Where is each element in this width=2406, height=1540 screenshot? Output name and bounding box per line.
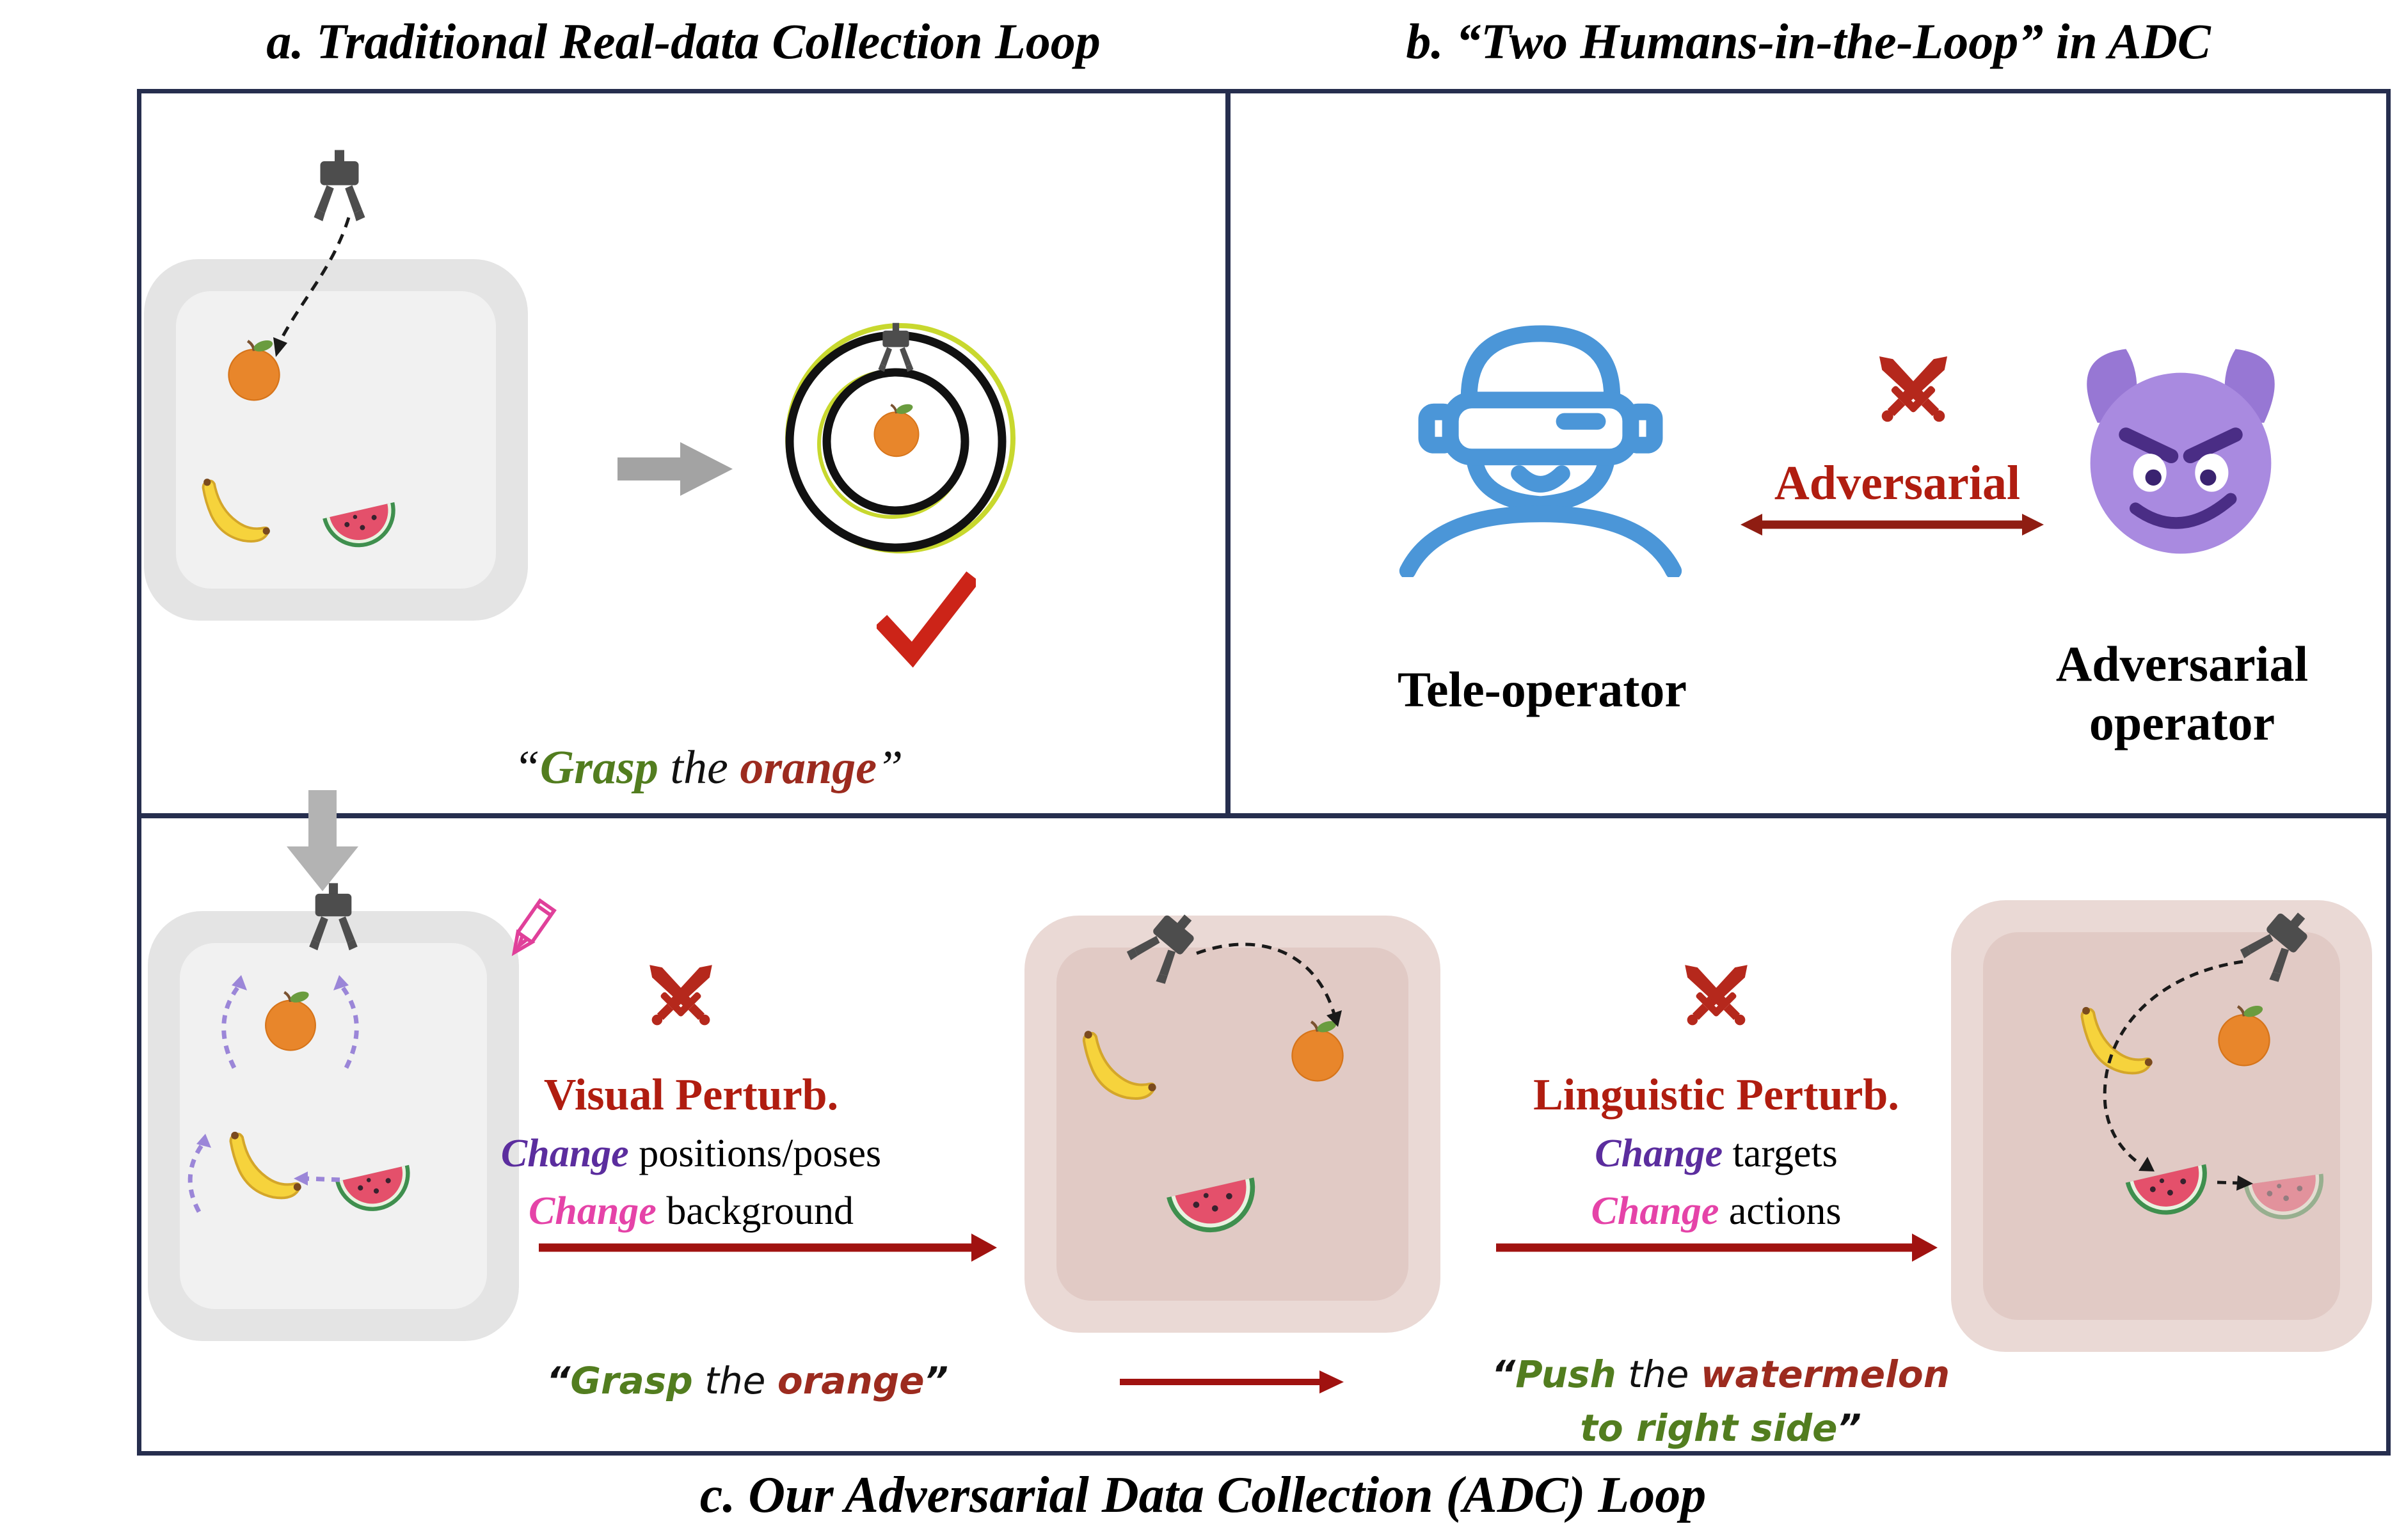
red-flow-arrow	[539, 1234, 997, 1262]
instruction-text-grasp: “Grasp the orange”	[491, 1354, 1003, 1408]
instruction-object: orange	[740, 742, 877, 794]
change-word: Change	[1595, 1132, 1723, 1175]
instruction-mid: the	[1616, 1353, 1701, 1396]
change-word: Change	[1591, 1189, 1719, 1233]
linguistic-perturb-line2: Change actions	[1460, 1189, 1972, 1234]
change-word: Change	[528, 1189, 657, 1233]
vr-teleoperator-icon	[1398, 308, 1683, 577]
crossed-swords-icon	[1672, 952, 1760, 1040]
visual-perturb-line1: Change positions/poses	[435, 1131, 947, 1177]
tabletop-bin	[144, 259, 528, 621]
instruction-verb: Grasp	[539, 742, 658, 794]
success-checkmark-icon	[877, 571, 976, 671]
trajectory-dashed-arrow	[2103, 960, 2253, 1191]
panel-c-title: c. Our Adversarial Data Collection (ADC)…	[699, 1467, 1707, 1523]
target-top-view-icon	[785, 322, 1016, 553]
instruction-mid: the	[692, 1359, 777, 1402]
panel-b-title: b. “Two Humans-in-the-Loop” in ADC	[1406, 13, 2211, 69]
red-flow-arrow	[1496, 1234, 1938, 1262]
bin-surface	[180, 943, 487, 1309]
adversarial-operator-line1: Adversarial	[2055, 636, 2309, 692]
bin-surface	[1056, 948, 1408, 1301]
instruction-object: watermelon	[1700, 1353, 1950, 1396]
trajectory-dashed-arrow	[1196, 942, 1342, 1027]
quote-open: “	[546, 1359, 571, 1402]
change-rest: background	[656, 1189, 854, 1233]
change-rest: actions	[1719, 1189, 1842, 1233]
quote-close: ”	[924, 1359, 948, 1402]
scene-bin-original	[148, 911, 519, 1341]
scene-bin-perturbed	[1024, 916, 1440, 1333]
linguistic-perturb-title: Linguistic Perturb.	[1533, 1070, 1899, 1120]
change-word: Change	[500, 1132, 629, 1175]
push-line1: “Push the watermelon	[1465, 1347, 1977, 1401]
panel-a-title: a. Traditional Real-data Collection Loop	[266, 13, 1101, 69]
change-rest: positions/poses	[628, 1132, 882, 1175]
flow-arrow-right-icon	[617, 442, 733, 496]
quote-open: “	[1491, 1353, 1516, 1396]
banana-icon	[192, 470, 272, 550]
crossed-swords-icon	[637, 952, 725, 1040]
flow-arrow-down-icon	[287, 790, 358, 891]
red-flow-arrow-small	[1120, 1370, 1344, 1393]
quote-close: ”	[1837, 1406, 1861, 1450]
visual-perturb-line2: Change background	[435, 1189, 947, 1234]
adversarial-operator-label: Adversarial operator	[1926, 635, 2406, 752]
adversarial-operator-line2: operator	[2089, 695, 2275, 750]
change-rest: targets	[1723, 1132, 1838, 1175]
instruction-text-a: “Grasp the orange”	[260, 741, 1156, 795]
adversarial-double-arrow	[1741, 514, 2044, 536]
instruction-tail: to right side	[1580, 1406, 1838, 1450]
adversarial-label: Adversarial	[1774, 456, 2021, 510]
instruction-object: orange	[777, 1359, 925, 1402]
bin-surface	[1983, 932, 2340, 1320]
instruction-verb: Push	[1515, 1353, 1616, 1396]
push-line2: to right side”	[1465, 1401, 1977, 1455]
perturb-motion-arrows	[187, 975, 359, 1213]
quote-close: ”	[877, 742, 904, 794]
visual-perturb-title: Visual Perturb.	[543, 1070, 839, 1120]
crossed-swords-icon	[1865, 342, 1961, 438]
quote-open: “	[513, 742, 540, 794]
instruction-verb: Grasp	[570, 1359, 693, 1402]
banana-icon	[1072, 1022, 1158, 1108]
teleoperator-label: Tele-operator	[1398, 662, 1687, 717]
scene-bin-final	[1951, 900, 2372, 1352]
instruction-text-push: “Push the watermelon to right side”	[1465, 1347, 1977, 1455]
linguistic-perturb-line1: Change targets	[1460, 1131, 1972, 1177]
devil-icon	[2062, 328, 2300, 566]
instruction-mid: the	[658, 742, 740, 794]
trajectory-dashed-arrow	[273, 217, 351, 357]
